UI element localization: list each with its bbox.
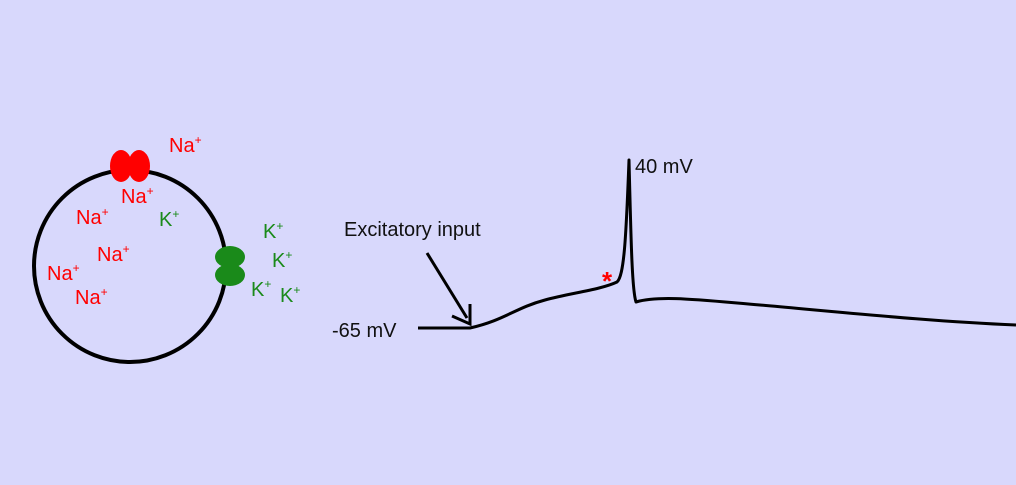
sodium-channel-icon: [110, 150, 150, 182]
ion-label: Na+: [76, 205, 109, 229]
arrow-icon: [425, 252, 472, 327]
ion-label: K+: [263, 219, 283, 243]
ion-label: K+: [159, 207, 179, 231]
ion-labels: Na+ Na+ Na+ Na+ Na+ Na+ K+ K+ K+ K+ K+: [47, 133, 300, 309]
ion-label: K+: [251, 277, 271, 301]
neuron-cell: [32, 150, 245, 364]
ion-label: Na+: [75, 285, 108, 309]
voltage-trace-line: [418, 158, 1016, 330]
ion-label: Na+: [169, 133, 202, 157]
excitatory-input-label: Excitatory input: [344, 219, 481, 241]
peak-potential-label: 40 mV: [635, 156, 693, 178]
ion-label: Na+: [121, 184, 154, 208]
resting-potential-label: -65 mV: [332, 320, 397, 342]
potassium-channel-icon: [215, 246, 245, 286]
ion-label: Na+: [97, 242, 130, 266]
ion-label: K+: [280, 283, 300, 307]
ion-label: K+: [272, 248, 292, 272]
membrane-potential-trace: -65 mV 40 mV Excitatory input *: [332, 156, 1016, 342]
ion-label: Na+: [47, 261, 80, 285]
threshold-marker: *: [602, 266, 613, 296]
